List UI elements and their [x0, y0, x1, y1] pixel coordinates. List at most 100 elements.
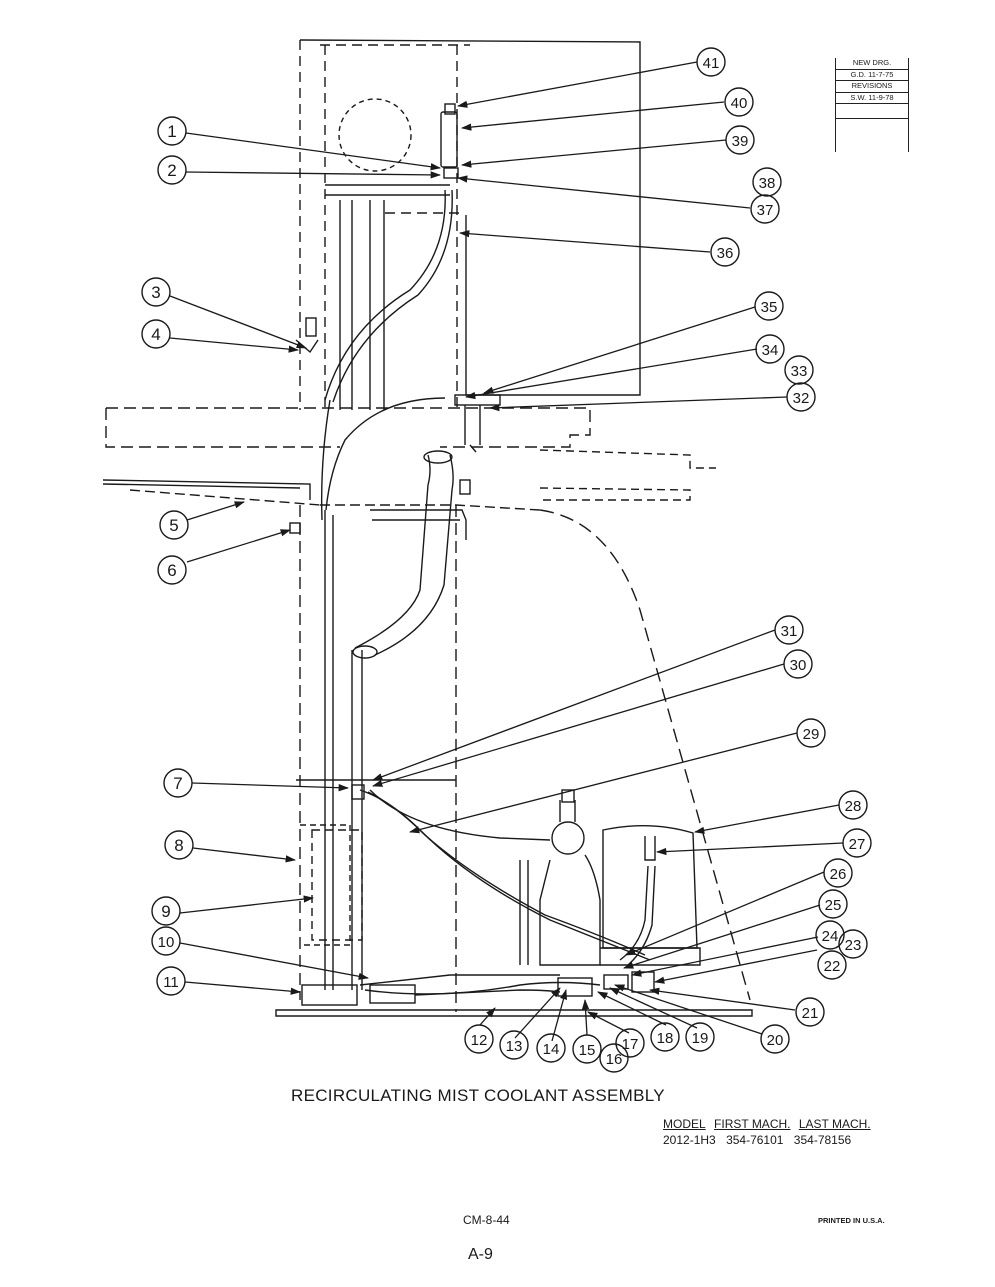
callout-3-label: 3 — [151, 283, 160, 302]
page-number: A-9 — [468, 1246, 493, 1263]
last-mach-value: 354-78156 — [793, 1133, 852, 1147]
callout-22-label: 22 — [824, 958, 841, 975]
callout-6: 6 — [157, 555, 187, 585]
callout-25-label: 25 — [825, 897, 842, 914]
machine-outline — [102, 39, 753, 1017]
callout-33: 33 — [784, 355, 814, 385]
callout-30-label: 30 — [790, 657, 807, 674]
callout-14-label: 14 — [543, 1041, 560, 1058]
callout-24: 24 — [815, 920, 845, 950]
callout-32-label: 32 — [793, 390, 810, 407]
callout-2-label: 2 — [167, 161, 176, 180]
revision-line: NEW DRG. — [836, 58, 908, 70]
callout-22: 22 — [817, 950, 847, 980]
callout-11-label: 11 — [163, 974, 179, 991]
callout-15-label: 15 — [579, 1042, 596, 1059]
callout-27: 27 — [842, 828, 872, 858]
callout-26-label: 26 — [830, 866, 847, 883]
callout-35: 35 — [754, 291, 784, 321]
callout-13: 13 — [499, 1030, 529, 1060]
model-table-header: MODEL FIRST MACH. LAST MACH. — [663, 1117, 876, 1131]
callout-27-label: 27 — [849, 836, 866, 853]
callout-18: 18 — [650, 1022, 680, 1052]
drawing-title: RECIRCULATING MIST COOLANT ASSEMBLY — [291, 1086, 665, 1105]
model-table-values: 2012-1H3 354-76101 354-78156 — [663, 1133, 858, 1147]
callout-29: 29 — [796, 718, 826, 748]
callout-19: 19 — [685, 1022, 715, 1052]
callout-30: 30 — [783, 649, 813, 679]
first-mach-header: FIRST MACH. — [714, 1117, 791, 1131]
model-value: 2012-1H3 — [663, 1133, 716, 1147]
callout-12-label: 12 — [471, 1032, 488, 1049]
callout-40: 40 — [724, 87, 754, 117]
callout-21-label: 21 — [802, 1005, 819, 1022]
callout-6-label: 6 — [167, 561, 176, 580]
revision-block: NEW DRG. G.D. 11-7-75 REVISIONS S.W. 11-… — [835, 58, 909, 152]
callout-8-label: 8 — [174, 836, 183, 855]
callout-1-label: 1 — [167, 122, 176, 141]
callout-36: 36 — [710, 237, 740, 267]
callout-38-label: 38 — [759, 175, 776, 192]
callout-4-label: 4 — [151, 325, 160, 344]
callout-37: 37 — [750, 194, 780, 224]
callout-41: 41 — [696, 47, 726, 77]
callout-16-label: 16 — [606, 1051, 623, 1068]
callout-7-label: 7 — [173, 774, 182, 793]
callout-38: 38 — [752, 167, 782, 197]
callout-24-label: 24 — [822, 928, 839, 945]
revision-blank-row — [836, 104, 908, 119]
callout-15: 15 — [572, 1034, 602, 1064]
callout-40-label: 40 — [731, 95, 748, 112]
callout-39-label: 39 — [732, 133, 749, 150]
callout-17-label: 17 — [622, 1036, 639, 1053]
callout-36-label: 36 — [717, 245, 734, 262]
callout-11: 11 — [156, 966, 186, 996]
callout-31: 31 — [774, 615, 804, 645]
callout-28: 28 — [838, 790, 868, 820]
revision-line: G.D. 11-7-75 — [836, 70, 908, 81]
callout-1: 1 — [157, 116, 187, 146]
callout-20: 20 — [760, 1024, 790, 1054]
callout-39: 39 — [725, 125, 755, 155]
callout-16: 16 — [599, 1043, 629, 1073]
callout-34: 34 — [755, 334, 785, 364]
callout-26: 26 — [823, 858, 853, 888]
callout-14: 14 — [536, 1033, 566, 1063]
printed-note: PRINTED IN U.S.A. — [818, 1216, 885, 1225]
callout-33-label: 33 — [791, 363, 808, 380]
callout-23: 23 — [838, 929, 868, 959]
callout-10-label: 10 — [158, 934, 175, 951]
callout-bubbles: 1 2 3 4 5 6 7 8 9 10 11 12 13 14 15 16 1… — [141, 47, 872, 1073]
document-number: CM-8-44 — [463, 1213, 510, 1227]
callout-28-label: 28 — [845, 798, 862, 815]
callout-23-label: 23 — [845, 937, 862, 954]
revision-line: REVISIONS — [836, 81, 908, 93]
callout-9: 9 — [151, 896, 181, 926]
callout-4: 4 — [141, 319, 171, 349]
callout-8: 8 — [164, 830, 194, 860]
callout-19-label: 19 — [692, 1030, 709, 1047]
callout-17: 17 — [615, 1028, 645, 1058]
callout-5: 5 — [159, 510, 189, 540]
callout-10: 10 — [151, 926, 181, 956]
model-header: MODEL — [663, 1117, 706, 1131]
callout-5-label: 5 — [169, 516, 178, 535]
callout-29-label: 29 — [803, 726, 820, 743]
callout-41-label: 41 — [703, 55, 720, 72]
callout-9-label: 9 — [161, 902, 170, 921]
callout-12: 12 — [464, 1024, 494, 1054]
callout-37-label: 37 — [757, 202, 774, 219]
callout-31-label: 31 — [781, 623, 798, 640]
callout-13-label: 13 — [506, 1038, 523, 1055]
callout-leaders — [169, 61, 844, 1042]
callout-32: 32 — [786, 382, 816, 412]
last-mach-header: LAST MACH. — [798, 1117, 871, 1131]
callout-35-label: 35 — [761, 299, 778, 316]
callout-25: 25 — [818, 889, 848, 919]
callout-2: 2 — [157, 155, 187, 185]
callout-3: 3 — [141, 277, 171, 307]
callout-7: 7 — [163, 768, 193, 798]
first-mach-value: 354-76101 — [726, 1133, 784, 1147]
revision-line: S.W. 11-9-78 — [836, 93, 908, 104]
